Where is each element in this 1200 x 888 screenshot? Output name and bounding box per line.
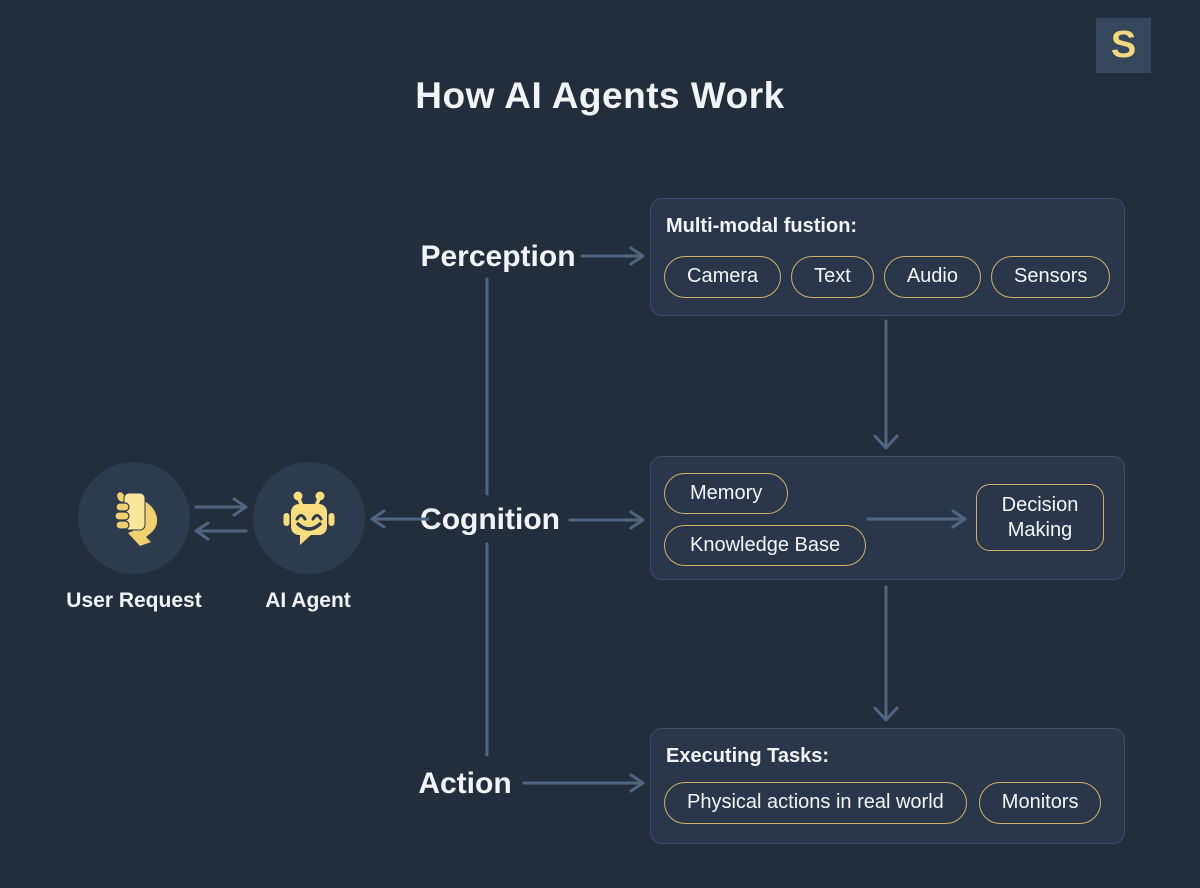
action-to-panel-arrow [522,773,645,793]
cognition-panel: Memory Knowledge Base Decision Making [650,456,1125,580]
pill-sensors: Sensors [990,256,1111,298]
perception-panel-to-cognition-panel-arrow [873,319,899,450]
perception-to-panel-arrow [580,246,645,266]
action-pill-row: Physical actions in real world Monitors [664,782,1102,824]
stage-perception-label: Perception [420,240,576,273]
stage-action-label: Action [418,767,512,800]
cognition-to-panel-arrow [568,510,645,530]
phone-in-hand-icon [114,492,158,546]
perception-panel: Multi-modal fustion: Camera Text Audio S… [650,198,1125,316]
user-agent-exchange-arrows [194,497,248,541]
pill-knowledge-base: Knowledge Base [664,525,867,566]
stage-cognition-label: Cognition [420,503,560,536]
action-panel: Executing Tasks: Physical actions in rea… [650,728,1125,844]
user-request-circle [78,462,190,574]
ai-agent-label: AI Agent [265,589,351,612]
perception-panel-heading: Multi-modal fustion: [666,215,858,237]
page-title: How AI Agents Work [415,75,785,116]
pill-audio: Audio [883,256,981,298]
pill-text: Text [791,256,874,298]
decision-making-box: Decision Making [976,484,1104,551]
robot-icon [283,491,335,545]
ai-agent-circle [253,462,365,574]
pill-memory: Memory [664,473,789,514]
perception-pill-row: Camera Text Audio Sensors [664,256,1111,298]
user-request-label: User Request [66,589,202,612]
cognition-panel-to-action-panel-arrow [873,585,899,722]
pill-camera: Camera [664,256,782,298]
brand-logo: S [1096,18,1151,73]
pill-monitors: Monitors [978,782,1102,824]
brand-logo-letter: S [1110,24,1137,66]
pill-physical-actions: Physical actions in real world [664,782,967,824]
action-panel-heading: Executing Tasks: [666,745,830,767]
